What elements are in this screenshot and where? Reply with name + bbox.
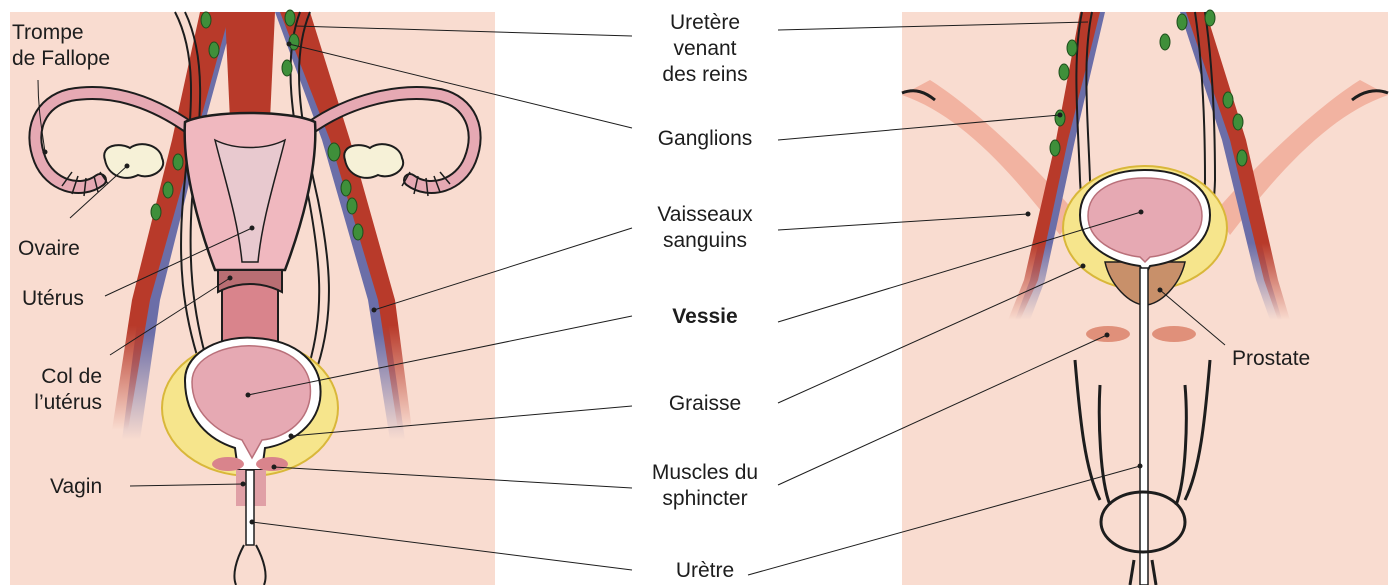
- label-ganglions: Ganglions: [630, 126, 780, 152]
- label-uretere: Uretère venant des reins: [630, 10, 780, 88]
- label-vessie: Vessie: [630, 304, 780, 330]
- label-col-de-luterus: Col de l’utérus: [22, 364, 102, 416]
- label-uretre: Urètre: [630, 558, 780, 584]
- label-graisse: Graisse: [630, 391, 780, 417]
- male-panel: [902, 10, 1388, 585]
- label-uterus: Utérus: [22, 286, 84, 312]
- label-trompe-de-fallope: Trompe de Fallope: [12, 20, 110, 72]
- label-muscles-du-sphincter: Muscles du sphincter: [630, 460, 780, 512]
- label-prostate: Prostate: [1232, 346, 1310, 372]
- label-vaisseaux-sanguins: Vaisseaux sanguins: [630, 202, 780, 254]
- label-vagin: Vagin: [50, 474, 102, 500]
- label-ovaire: Ovaire: [18, 236, 80, 262]
